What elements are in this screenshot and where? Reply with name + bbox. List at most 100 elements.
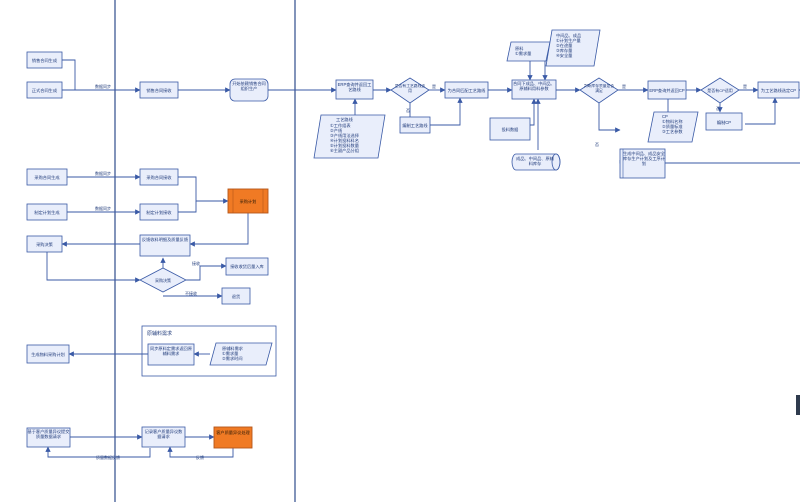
purchase-result-box: 采购决策 — [26, 235, 63, 253]
svg-text:ERP查询并返回CP: ERP查询并返回CP — [649, 87, 685, 94]
receive-contract-box: 销售合同接收 — [139, 81, 179, 99]
material-param-item: ②需求时间 — [222, 355, 243, 362]
return-box: 退货 — [221, 287, 251, 305]
material-param-item: ①需求量 — [222, 350, 238, 357]
svg-text:编制工艺路线: 编制工艺路线 — [402, 122, 428, 129]
purchase-contract-box: 采购合同生成 — [26, 168, 68, 186]
svg-text:为工艺路线选定CP: 为工艺路线选定CP — [761, 87, 796, 94]
client-quality-box: 客户质量异议处理 — [213, 426, 253, 449]
edge-label-yes-stock: 是 — [622, 83, 626, 89]
decision-nodes: 是否有工艺路线适用 判断库存余量是否满足 是否有CP适用 采购决策 — [139, 77, 740, 293]
svg-text:退货: 退货 — [232, 293, 240, 300]
edge-label-no-route: 否 — [406, 108, 410, 113]
formal-contract-box: 正式合同生成 — [26, 81, 63, 99]
route-param-item: ④计划投料料名 — [330, 137, 359, 144]
edge-label-no-stock: 否 — [595, 142, 599, 147]
edit-cp-box: 编制CP — [705, 112, 743, 131]
purchase-decision: 采购决策 — [139, 267, 187, 293]
svg-text:工艺路线: 工艺路线 — [336, 116, 354, 123]
bom-param-item: ③库存量 — [556, 47, 572, 54]
route-param-item: ②产线 — [330, 127, 343, 134]
gen-mid-box: 生成中间品、成品安全库存生产计划及工序计划 — [619, 148, 666, 179]
cp-param-item: ①物料名称 — [662, 118, 683, 125]
svg-text:销售合同接收: 销售合同接收 — [146, 87, 172, 94]
stock-decision: 判断库存余量是否满足 — [579, 77, 619, 104]
edge-label-quality-feedback: 质量数据反馈 — [96, 454, 120, 460]
bom-param-item: 中间品、成品 — [556, 32, 581, 39]
sync-material-box: 同步原料定需求返回原辅料需求 — [147, 343, 195, 366]
purchase-contract-recv-box: 采购合同接收 — [139, 168, 179, 186]
svg-text:制定计划生成: 制定计划生成 — [34, 209, 59, 216]
erp-query-box: ERP查询并返回工艺路线 — [335, 79, 374, 100]
send-feedback-box: 反馈收料明细及质量反馈 — [139, 234, 191, 257]
cp-param-item: ③工艺参数 — [662, 128, 683, 135]
edge-label-sync-3: 数据同步 — [95, 205, 111, 211]
material-param-item: 原辅料需求 — [222, 345, 244, 352]
signed-contract-box: 销售合同生成 — [26, 51, 63, 69]
edge-labels: 数据同步 数据同步 数据同步 是 否 是 否 是 否 接收 不接收 质量数据反馈… — [95, 83, 747, 460]
edge-label-feedback: 反馈 — [196, 454, 204, 460]
route-param-item: ⑥主副产品分组 — [330, 147, 359, 154]
svg-text:采购决策: 采购决策 — [36, 241, 54, 248]
swimlane-dividers — [114, 0, 296, 502]
process-boxes: 销售合同生成 正式合同生成 采购合同生成 制定计划生成 采购决策 生成物料采购计… — [26, 51, 800, 449]
route-param-item: ⑤计划投料数量 — [330, 142, 359, 149]
cp-decision: 是否有CP适用 — [700, 77, 740, 104]
edge-label-yes-cp: 是 — [743, 83, 747, 89]
connectors — [45, 49, 800, 458]
svg-text:正式合同生成: 正式合同生成 — [32, 87, 57, 94]
erp-cp-box: ERP查询并返回CP — [647, 80, 687, 100]
edit-route-box: 编制工艺路线 — [399, 116, 431, 134]
edge-label-sync-1: 数据同步 — [95, 83, 111, 89]
svg-text:是否有CP适用: 是否有CP适用 — [707, 87, 733, 93]
svg-text:为合同匹配工艺路线: 为合同匹配工艺路线 — [448, 87, 487, 94]
material-plan-box: 生成物料采购计划 — [26, 344, 70, 364]
svg-text:销售合同生成: 销售合同生成 — [32, 57, 57, 64]
edge-label-no-cp: 否 — [716, 106, 720, 111]
stock-database: 成品、中间品、原辅料库存 — [511, 153, 561, 171]
svg-text:原辅料需求: 原辅料需求 — [147, 330, 172, 337]
order-param-item: ①需求量 — [515, 50, 531, 57]
edge-label-accept: 接收 — [192, 260, 200, 266]
plan-recv-box: 制定计划接收 — [139, 203, 179, 221]
cp-param-item: CP — [662, 114, 668, 119]
assign-route-box: 为工艺路线选定CP — [757, 81, 800, 99]
edge-label-sync-2: 数据同步 — [95, 170, 111, 176]
svg-text:采购决策: 采购决策 — [155, 277, 171, 283]
edge-label-reject: 不接收 — [185, 290, 197, 296]
svg-text:接收收货后量入库: 接收收货后量入库 — [230, 263, 264, 270]
bom-param-item: ④安全量 — [556, 52, 572, 59]
route-param-item: ①工作组表 — [330, 122, 351, 129]
svg-text:采购合同接收: 采购合同接收 — [146, 174, 172, 181]
start-prod-box: 开始依赖销售合同组织生产 — [229, 78, 269, 102]
page-edge-indicator — [796, 395, 800, 415]
svg-text:制定计划接收: 制定计划接收 — [146, 209, 172, 216]
edge-label-yes-route: 是 — [432, 83, 436, 89]
bom-param-item: ①计划生产量 — [556, 37, 581, 44]
svg-text:投料数据: 投料数据 — [502, 126, 519, 133]
cp-param-item: ②质量标准 — [662, 123, 683, 130]
contract-process-box: 合同下成品、中间品、原辅料用料参数 — [511, 79, 557, 100]
route-param-item: ③产线用法选择 — [330, 132, 360, 139]
material-entry-box: 接收收货后量入库 — [225, 257, 269, 276]
svg-text:采购合同生成: 采购合同生成 — [34, 174, 59, 181]
has-route-decision: 是否有工艺路线适用 — [390, 77, 430, 104]
order-param-item: 原料 — [515, 45, 524, 52]
based-quality-box: 基于客户质量异议提交质量数据请求 — [26, 427, 71, 448]
svg-text:生成物料采购计划: 生成物料采购计划 — [31, 351, 65, 358]
bom-param-item: ②在途量 — [556, 42, 572, 49]
std-route-box: 为合同匹配工艺路线 — [444, 81, 489, 99]
material-need-group: 原辅料需求 — [141, 325, 277, 377]
plan-gen-box: 制定计划生成 — [26, 203, 68, 221]
